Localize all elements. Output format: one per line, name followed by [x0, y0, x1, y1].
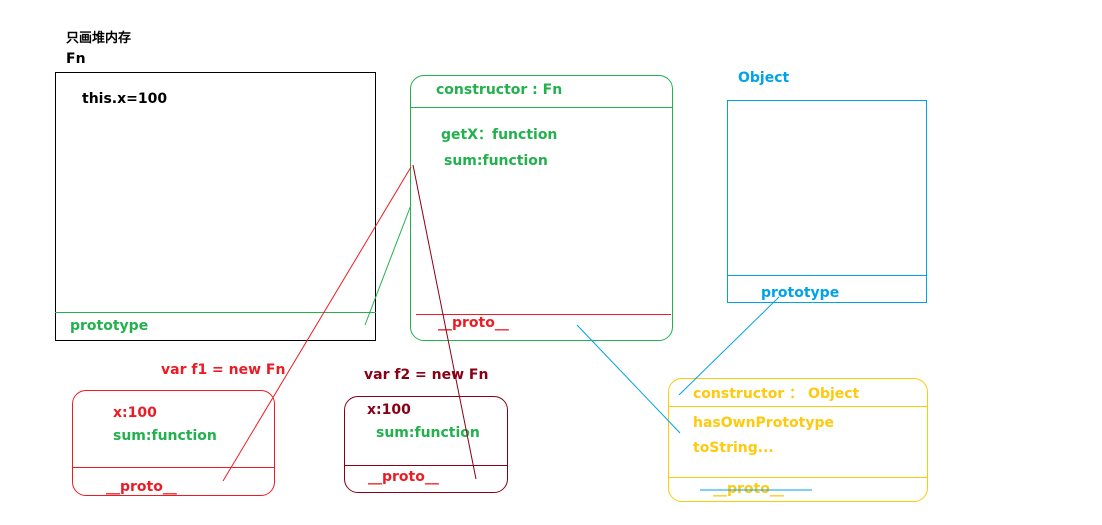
- fn-prototype-label: prototype: [70, 318, 149, 334]
- heap-note: 只画堆内存: [66, 31, 132, 46]
- object-prototype-proto-divider: [669, 477, 927, 478]
- object-prototype-constructor: constructor ： Object: [693, 386, 860, 402]
- fn-prototype-header-divider: [411, 107, 672, 108]
- f2-proto-divider: [345, 465, 507, 466]
- f2-box: [344, 396, 508, 493]
- f1-sum: sum:function: [113, 428, 217, 444]
- f1-proto-divider: [73, 467, 274, 468]
- f1-box: [72, 390, 275, 496]
- fn-box: [55, 72, 376, 341]
- f1-label: var f1 = new Fn: [161, 362, 286, 378]
- object-prototype-hasown: hasOwnPrototype: [693, 415, 834, 431]
- fn-prototype-arrow: [364, 204, 412, 326]
- object-prototype-label: prototype: [761, 285, 840, 301]
- f1-proto-link: [222, 166, 412, 482]
- f2-sum: sum:function: [376, 425, 480, 441]
- f1-x: x:100: [113, 405, 157, 421]
- object-prototype-tostring: toString...: [693, 440, 774, 456]
- object-prototype-divider: [728, 275, 926, 276]
- object-prototype-header-divider: [669, 406, 927, 407]
- object-box: [727, 100, 927, 303]
- fn-prototype-divider: [55, 312, 376, 313]
- fn-prototype-sum: sum:function: [444, 153, 548, 169]
- fn-prototype-proto-divider: [416, 314, 671, 315]
- fn-prototype-proto: __proto__: [438, 315, 509, 331]
- object-prototype-proto: __proto__: [713, 481, 784, 497]
- fn-title: Fn: [66, 51, 86, 67]
- f2-x: x:100: [367, 402, 411, 418]
- f1-proto: __proto__: [106, 479, 177, 495]
- f2-proto-link: [412, 164, 477, 480]
- f2-proto: __proto__: [368, 469, 439, 485]
- f2-label: var f2 = new Fn: [364, 367, 489, 383]
- fn-field-x: this.x=100: [82, 91, 168, 107]
- fn-prototype-getx: getX：function: [441, 127, 558, 143]
- object-title: Object: [738, 70, 790, 86]
- fn-prototype-proto-link: [576, 324, 681, 434]
- object-prototype-box: [668, 378, 928, 502]
- fn-prototype-box: [410, 75, 673, 341]
- fn-prototype-constructor: constructor : Fn: [436, 82, 563, 98]
- object-prototype-link: [678, 296, 780, 396]
